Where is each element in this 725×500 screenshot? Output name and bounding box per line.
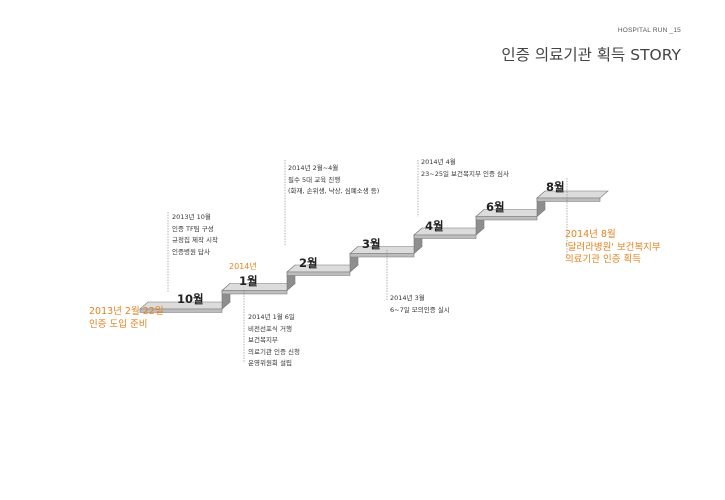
step-label-aug: 8월 <box>546 180 565 194</box>
step-tread <box>286 264 359 273</box>
step-tread <box>221 283 296 291</box>
step-edge <box>349 253 415 258</box>
step-label-feb: 2월 <box>299 256 318 270</box>
step-tread <box>349 246 423 254</box>
step-label-apr: 4월 <box>425 219 444 233</box>
step-edge <box>286 271 351 276</box>
step-edge <box>536 197 601 202</box>
step-label-mar: 3월 <box>362 237 381 251</box>
running-title: HOSPITAL RUN _15 <box>617 27 681 34</box>
step-edge <box>475 216 538 221</box>
step-edge <box>221 290 288 295</box>
step-label-jun: 6월 <box>486 200 505 214</box>
step-edge <box>413 234 477 239</box>
step-label-oct: 10월 <box>177 292 204 306</box>
step-edge <box>139 308 223 313</box>
page-title: 인증 의료기관 획득 STORY <box>501 46 681 64</box>
year-tag-2014: 2014년 <box>229 262 257 271</box>
step-label-jan: 1월 <box>239 274 258 288</box>
